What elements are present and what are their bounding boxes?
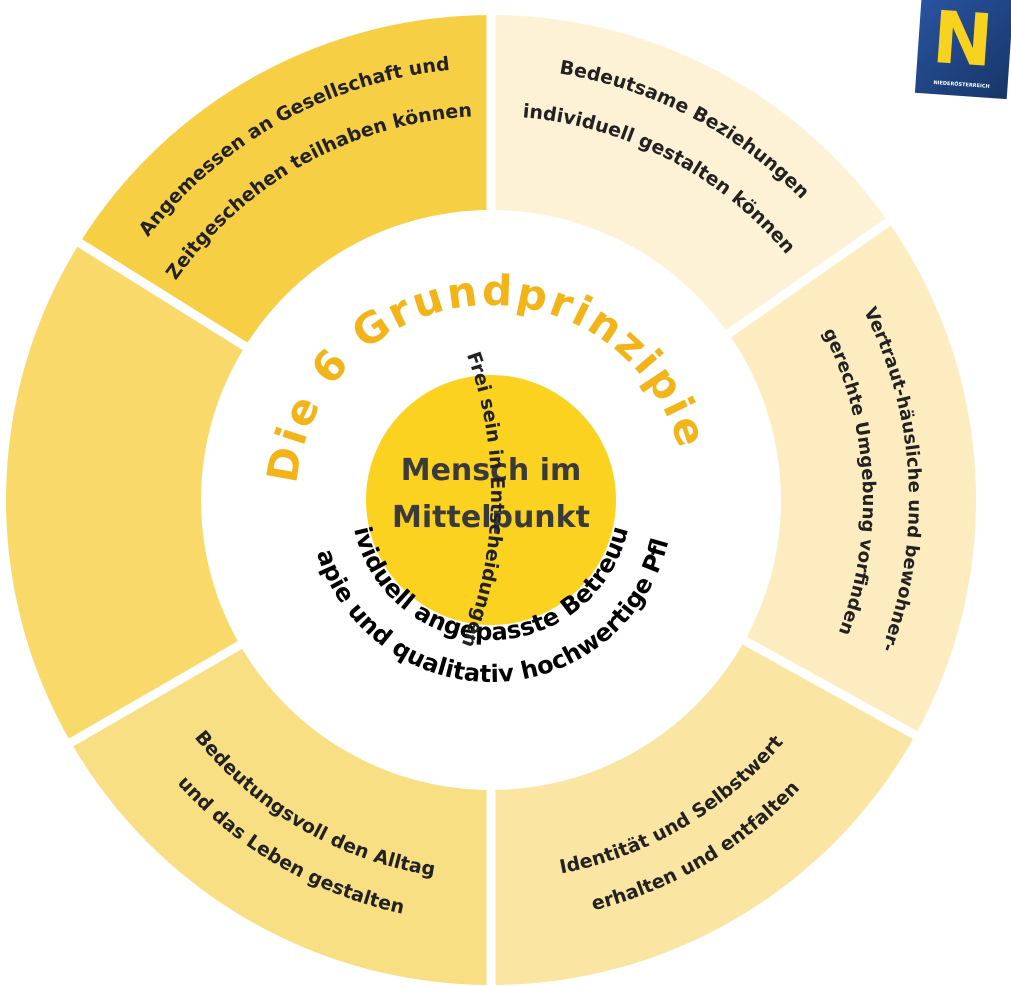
logo-subtitle: NIEDERÖSTERREICH bbox=[933, 79, 990, 90]
divider-5 bbox=[63, 639, 246, 750]
segments-ring bbox=[5, 15, 976, 985]
center-label-line2: Mittelpunkt bbox=[392, 500, 590, 535]
divider-3 bbox=[738, 634, 923, 742]
logo-letter: N bbox=[930, 0, 996, 83]
segment-entscheidungen bbox=[5, 242, 246, 743]
segment-alltag bbox=[70, 645, 492, 985]
niederoesterreich-logo: N NIEDERÖSTERREICH bbox=[914, 0, 1011, 100]
center-label-line1: Mensch im bbox=[401, 453, 582, 488]
divider-2 bbox=[722, 214, 896, 340]
ring-dividers bbox=[63, 9, 923, 986]
center-circle bbox=[366, 375, 616, 625]
segment-beziehungen bbox=[491, 15, 889, 334]
divider-0 bbox=[72, 235, 251, 353]
segment-identitaet bbox=[491, 640, 916, 985]
segment-umgebung bbox=[728, 221, 976, 736]
segment-gesellschaft bbox=[79, 15, 492, 347]
